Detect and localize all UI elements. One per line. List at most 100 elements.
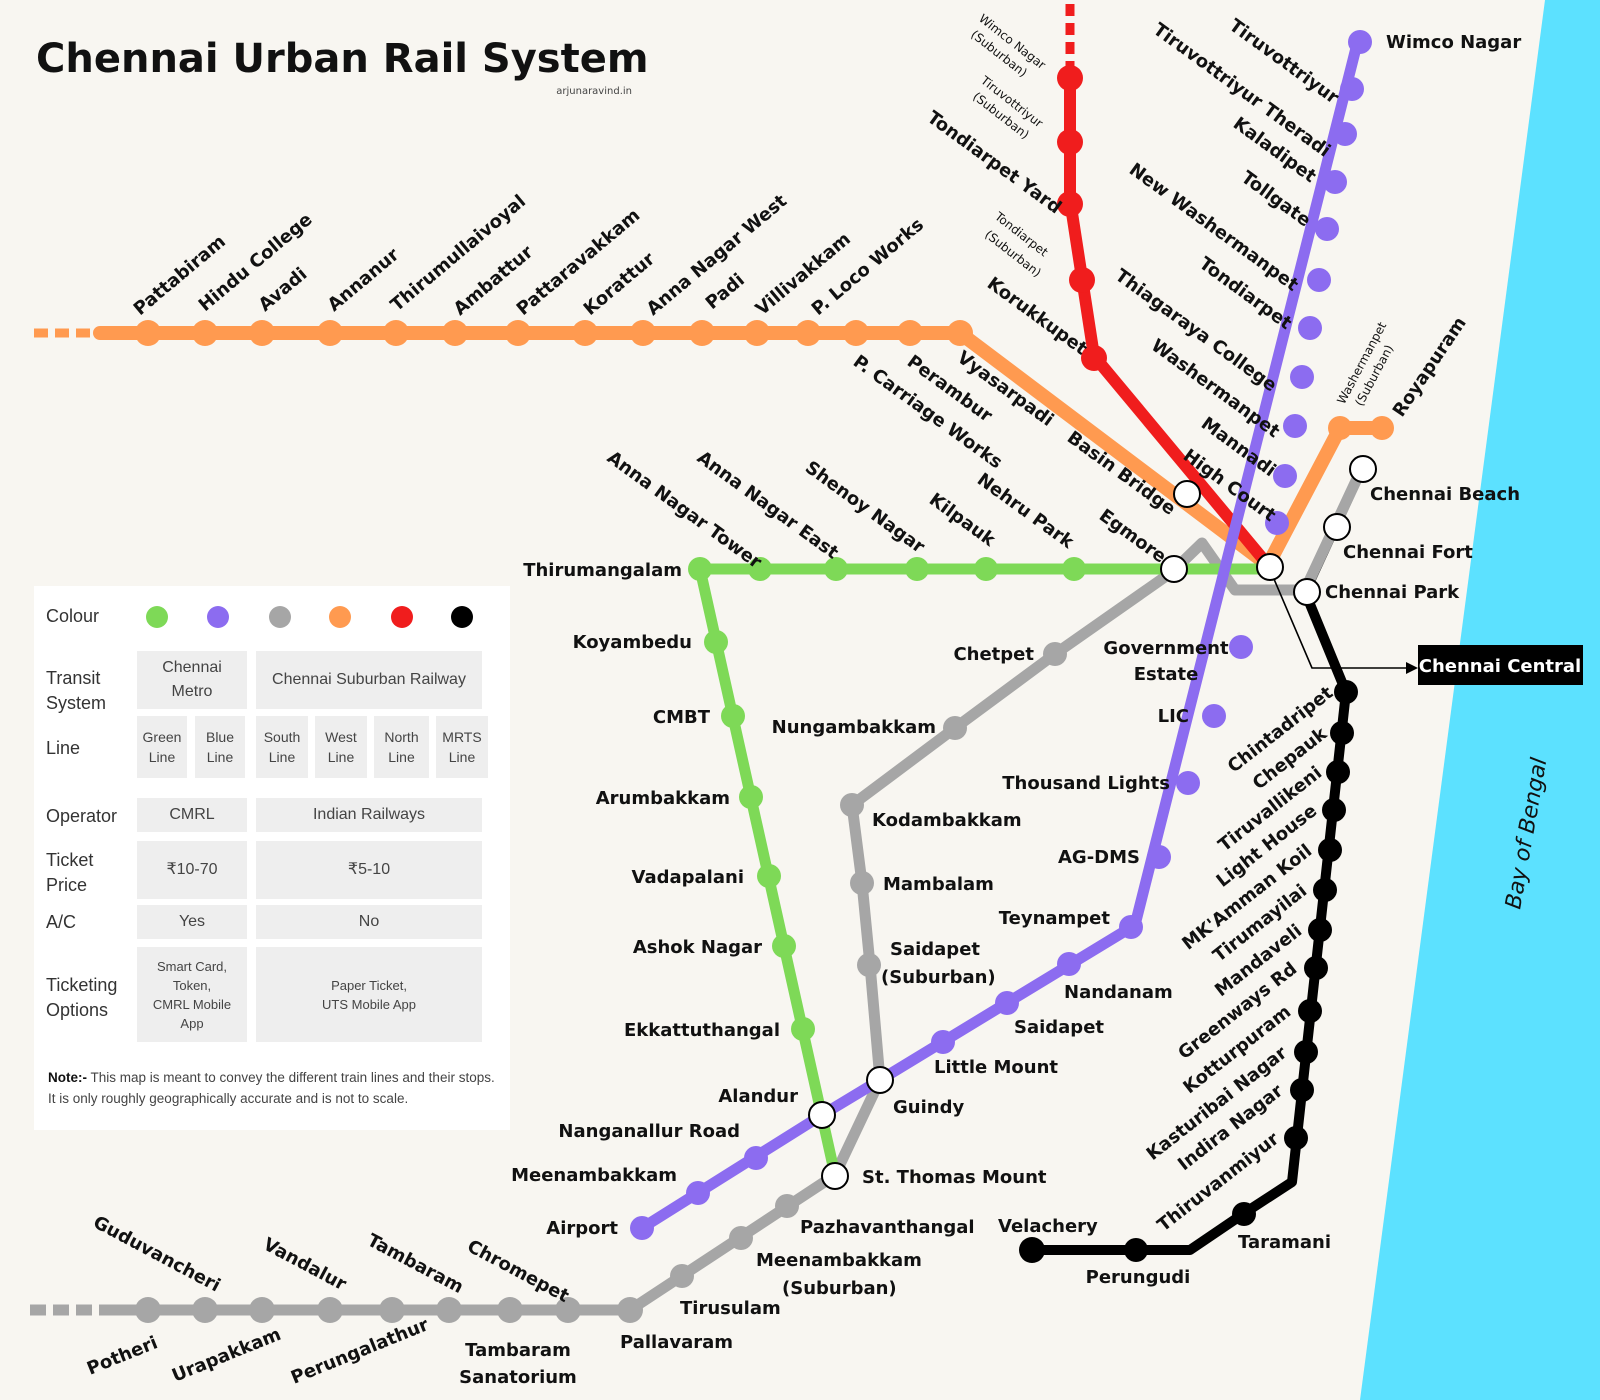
black-line-stops [1019, 680, 1358, 1263]
svg-text:Kilpauk: Kilpauk [925, 489, 1000, 551]
interchange-stations [808, 455, 1377, 1190]
svg-text:Government: Government [1103, 638, 1229, 659]
svg-text:Kodambakkam: Kodambakkam [872, 810, 1022, 831]
svg-text:Royapuram: Royapuram [1389, 313, 1471, 421]
blue-line-south-labels: Alandur Nanganallur Road Meenambakkam Ai… [511, 638, 1229, 1239]
svg-text:Egmore: Egmore [1095, 505, 1170, 567]
svg-text:Potheri: Potheri [84, 1332, 161, 1379]
svg-text:Tambaram: Tambaram [364, 1230, 467, 1298]
svg-text:Perungalathur: Perungalathur [288, 1314, 432, 1388]
svg-text:Guindy: Guindy [893, 1097, 964, 1118]
transit-rail-cell: Chennai Suburban Railway [256, 651, 482, 709]
green-swatch [146, 606, 168, 628]
svg-text:Anna Nagar Tower: Anna Nagar Tower [603, 447, 765, 573]
svg-text:LIC: LIC [1158, 706, 1189, 727]
ticket-metro-cell: ₹10-70 [137, 841, 247, 899]
orange-swatch [329, 606, 351, 628]
svg-text:Chromepet: Chromepet [464, 1236, 573, 1307]
grey-line [109, 462, 1368, 1316]
svg-text:(Suburban): (Suburban) [782, 1278, 897, 1299]
svg-text:Pazhavanthangal: Pazhavanthangal [800, 1217, 975, 1238]
red-swatch [391, 606, 413, 628]
svg-text:Vadapalani: Vadapalani [632, 867, 744, 888]
svg-text:Saidapet: Saidapet [1014, 1017, 1104, 1038]
svg-text:(Suburban): (Suburban) [881, 967, 996, 988]
svg-text:Alandur: Alandur [718, 1086, 798, 1107]
ticket-rail-cell: ₹5-10 [256, 841, 482, 899]
grey-line-stops [135, 642, 1067, 1323]
svg-text:Estate: Estate [1134, 664, 1199, 685]
blue-swatch [207, 606, 229, 628]
operator-metro-cell: CMRL [137, 798, 247, 832]
svg-text:Urapakkam: Urapakkam [169, 1324, 284, 1387]
black-swatch [451, 606, 473, 628]
blue-line-stops [630, 30, 1372, 1240]
red-line-stops [1057, 65, 1107, 371]
svg-text:Velachery: Velachery [998, 1216, 1098, 1237]
svg-text:Thousand Lights: Thousand Lights [1002, 773, 1170, 794]
chennai-central-arrowhead [1406, 662, 1418, 674]
ac-metro-cell: Yes [137, 905, 247, 939]
green-line-stops [688, 557, 1086, 1041]
svg-text:Guduvancheri: Guduvancheri [90, 1212, 224, 1297]
svg-text:AG-DMS: AG-DMS [1058, 847, 1140, 868]
svg-text:Airport: Airport [546, 1218, 618, 1239]
operator-rail-cell: Indian Railways [256, 798, 482, 832]
svg-text:Taramani: Taramani [1238, 1232, 1331, 1253]
svg-text:Ekkattuthangal: Ekkattuthangal [624, 1020, 780, 1041]
svg-text:Avadi: Avadi [255, 264, 312, 316]
svg-text:Nanganallur Road: Nanganallur Road [558, 1121, 740, 1142]
svg-text:Vandalur: Vandalur [260, 1234, 350, 1295]
line-label: Line [46, 738, 81, 758]
svg-text:Chetpet: Chetpet [953, 644, 1034, 665]
svg-text:Little Mount: Little Mount [934, 1057, 1058, 1078]
svg-text:Thirumangalam: Thirumangalam [523, 560, 682, 581]
svg-text:Padi: Padi [702, 270, 749, 314]
svg-text:Ashok Nagar: Ashok Nagar [633, 937, 762, 958]
svg-text:Saidapet: Saidapet [890, 939, 980, 960]
green-line-labels: Anna Nagar Tower Anna Nagar East Shenoy … [523, 447, 1170, 1041]
svg-text:Teynampet: Teynampet [999, 908, 1111, 929]
svg-text:Sanatorium: Sanatorium [459, 1367, 577, 1388]
chennai-central-label: Chennai Central [1419, 656, 1581, 677]
orange-line-stops [135, 320, 1394, 440]
svg-text:Arumbakkam: Arumbakkam [596, 788, 730, 809]
svg-text:CMBT: CMBT [653, 707, 711, 728]
grey-swatch [269, 606, 291, 628]
legend-note: Note:- This map is meant to convey the d… [48, 1070, 495, 1106]
bay-of-bengal-water [1360, 0, 1600, 1400]
svg-text:Tirusulam: Tirusulam [680, 1298, 781, 1319]
svg-text:Chennai Park: Chennai Park [1325, 582, 1460, 603]
svg-text:Perungudi: Perungudi [1086, 1267, 1191, 1288]
colour-label: Colour [46, 606, 100, 626]
svg-text:Villivakkam: Villivakkam [752, 229, 855, 320]
svg-text:Nungambakkam: Nungambakkam [772, 717, 936, 738]
svg-text:Nandanam: Nandanam [1064, 982, 1173, 1003]
svg-text:Tambaram: Tambaram [465, 1340, 571, 1361]
svg-text:Chennai Beach: Chennai Beach [1370, 484, 1520, 505]
svg-text:Meenambakkam: Meenambakkam [511, 1165, 677, 1186]
svg-text:Wimco Nagar: Wimco Nagar [1386, 32, 1521, 53]
svg-text:Meenambakkam: Meenambakkam [756, 1250, 922, 1271]
operator-label: Operator [46, 806, 118, 826]
ac-label: A/C [46, 912, 77, 932]
chennai-central-box [1418, 645, 1583, 685]
ac-rail-cell: No [256, 905, 482, 939]
ticketing-rail-cell: Paper Ticket,UTS Mobile App [256, 947, 482, 1042]
map-credit: arjunaravind.in [556, 86, 632, 97]
chennai-central-connector [1267, 564, 1409, 669]
map-title: Chennai Urban Rail System [36, 36, 649, 82]
